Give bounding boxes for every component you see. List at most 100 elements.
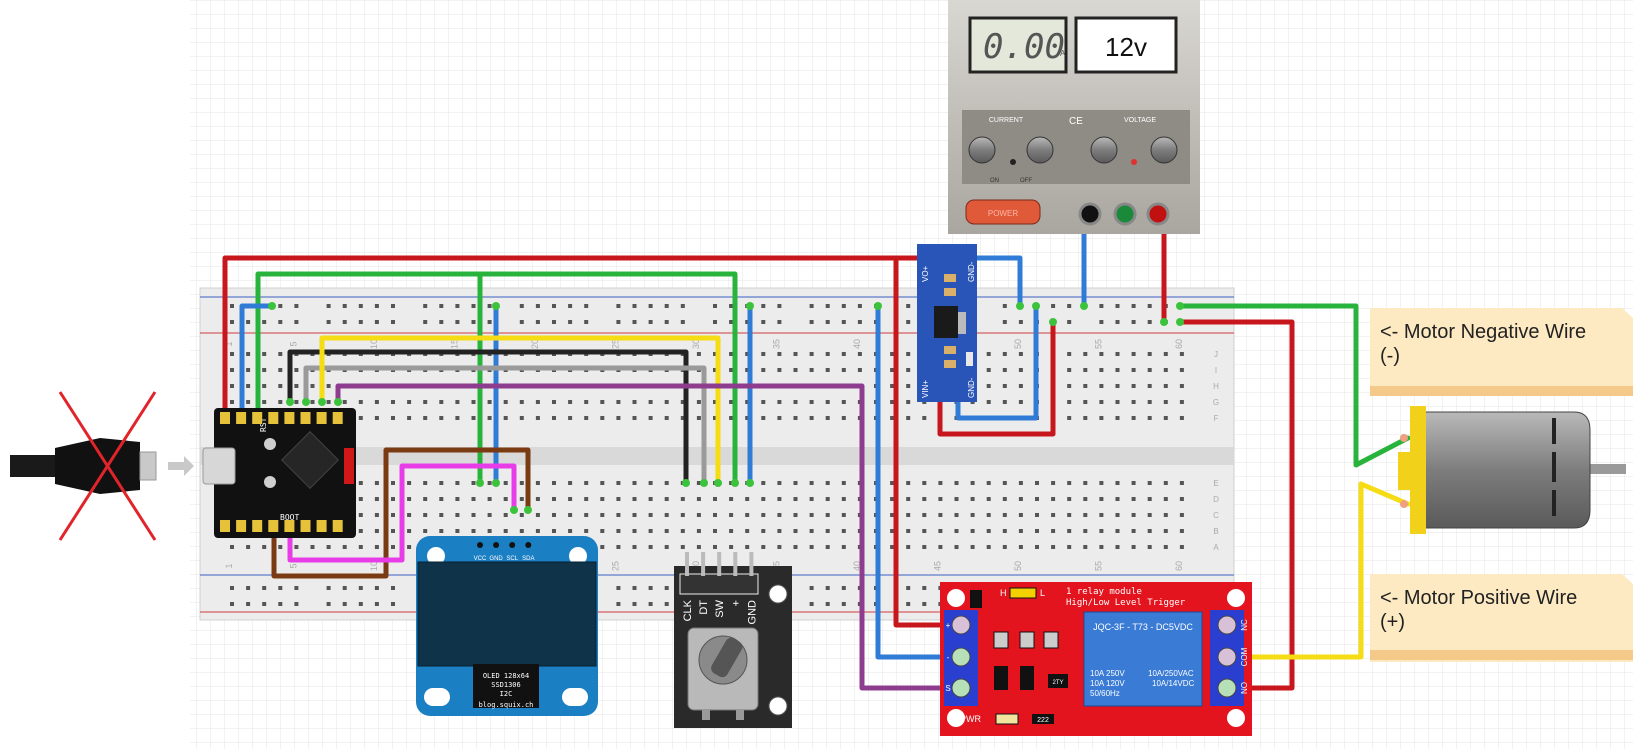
breadboard-hole	[777, 497, 782, 501]
output-terminal-com[interactable]	[1217, 647, 1237, 667]
encoder-pin-label: +	[730, 600, 742, 606]
breadboard-hole	[825, 545, 830, 549]
breadboard-hole	[246, 352, 251, 356]
breadboard-hole	[535, 513, 540, 517]
negative-terminal[interactable]	[1078, 202, 1102, 226]
breadboard-hole	[1083, 352, 1088, 356]
breadboard-hole	[938, 481, 943, 485]
breadboard-hole	[729, 320, 734, 324]
current-fine-knob[interactable]	[1026, 136, 1054, 164]
breadboard-hole	[632, 400, 637, 404]
power-button[interactable]	[965, 199, 1041, 225]
wire-endpoint	[476, 479, 484, 487]
off-label: OFF	[1020, 178, 1032, 184]
breadboard-hole	[680, 416, 685, 420]
breadboard-column-number: 15	[449, 339, 459, 349]
breadboard-hole	[761, 513, 766, 517]
breadboard-hole	[519, 416, 524, 420]
breadboard-hole	[1099, 320, 1104, 324]
breadboard-hole	[761, 320, 766, 324]
ground-terminal[interactable]	[1113, 202, 1137, 226]
breadboard-hole	[841, 513, 846, 517]
breadboard-hole	[825, 529, 830, 533]
breadboard-hole	[439, 320, 444, 324]
breadboard-column-number: 50	[1013, 339, 1023, 349]
breadboard-hole	[246, 320, 251, 324]
breadboard-hole	[1115, 400, 1120, 404]
breadboard-hole	[745, 368, 750, 372]
breadboard-hole	[535, 497, 540, 501]
breadboard-hole	[616, 304, 621, 308]
boot-button[interactable]	[264, 476, 276, 488]
breadboard-hole	[1099, 529, 1104, 533]
input-terminal-signal[interactable]	[951, 678, 971, 698]
breadboard-hole	[1051, 513, 1056, 517]
wire-blue	[239, 303, 275, 421]
breadboard-hole	[696, 481, 701, 485]
note-negative-line2: (-)	[1380, 345, 1400, 367]
breadboard-hole	[857, 304, 862, 308]
breadboard-hole	[1147, 400, 1152, 404]
output-terminal-nc[interactable]	[1217, 615, 1237, 635]
rst-button[interactable]	[264, 438, 276, 450]
input-terminal-vcc[interactable]	[951, 615, 971, 635]
breadboard-hole	[230, 352, 234, 356]
breadboard-hole	[890, 384, 895, 388]
mcu-pin	[252, 412, 263, 424]
breadboard-hole	[342, 304, 347, 308]
mcu-pin	[300, 520, 311, 532]
cc-indicator-light	[1010, 159, 1016, 165]
voltage-coarse-knob[interactable]	[1090, 136, 1118, 164]
breadboard-hole	[954, 497, 959, 501]
breadboard-hole	[777, 529, 782, 533]
trigger-jumper[interactable]	[1009, 587, 1037, 599]
breadboard-hole	[938, 513, 943, 517]
mounting-hole	[569, 547, 587, 565]
breadboard-hole	[1179, 481, 1184, 485]
breadboard-hole	[455, 513, 460, 517]
breadboard-hole	[535, 304, 540, 308]
breadboard-hole	[600, 497, 605, 501]
voltage-fine-knob[interactable]	[1150, 136, 1178, 164]
wire-endpoint	[746, 302, 754, 310]
breadboard-hole	[809, 481, 814, 485]
input-terminal-gnd[interactable]	[951, 647, 971, 667]
breadboard-hole	[584, 304, 589, 308]
mcu-chip	[281, 431, 339, 489]
pwr-led	[995, 713, 1019, 725]
power-button-label: POWER	[988, 209, 1018, 218]
encoder-pin-label: DT	[698, 600, 710, 615]
breadboard-hole	[519, 304, 524, 308]
breadboard-hole	[487, 416, 492, 420]
buck-component	[944, 274, 956, 282]
breadboard-hole	[1067, 304, 1072, 308]
motor-terminal-negative[interactable]	[1400, 434, 1408, 442]
breadboard-column-number: 35	[771, 339, 781, 349]
positive-terminal[interactable]	[1146, 202, 1170, 226]
breadboard-hole	[552, 320, 556, 324]
current-coarse-knob[interactable]	[968, 136, 996, 164]
breadboard-hole	[1179, 529, 1184, 533]
breadboard-hole	[455, 320, 460, 324]
motor-terminal-positive[interactable]	[1400, 500, 1408, 508]
breadboard-hole	[664, 497, 669, 501]
breadboard-hole	[552, 304, 556, 308]
breadboard-hole	[503, 416, 508, 420]
breadboard-hole	[1131, 513, 1136, 517]
breadboard-hole	[777, 416, 782, 420]
motor-vent	[1552, 452, 1556, 482]
mcu-pin	[268, 520, 279, 532]
breadboard-hole	[439, 529, 444, 533]
breadboard-hole	[1067, 497, 1072, 501]
breadboard-hole	[503, 400, 508, 404]
breadboard-hole	[906, 602, 911, 606]
breadboard-hole	[471, 513, 476, 517]
usb-c-port[interactable]	[202, 447, 236, 485]
mounting-hole	[947, 589, 965, 607]
breadboard-row-label: J	[1214, 350, 1218, 359]
breadboard-hole	[391, 320, 395, 324]
breadboard-hole	[487, 481, 492, 485]
breadboard-hole	[729, 497, 734, 501]
output-terminal-no[interactable]	[1217, 678, 1237, 698]
